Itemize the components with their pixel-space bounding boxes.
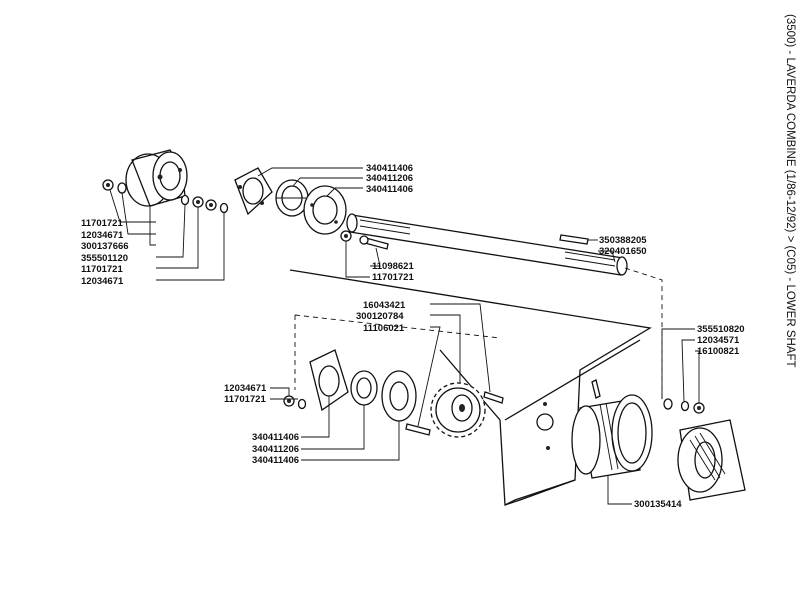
part-label-300120784: 300120784 [356, 311, 404, 322]
washer-12034671-a [117, 182, 127, 194]
bearing-340411206-lower [350, 370, 378, 406]
part-label-11701721-c: 11701721 [372, 272, 414, 283]
part-label-340411406-c: 340411406 [252, 432, 299, 443]
part-label-355510820: 355510820 [697, 324, 745, 335]
frame-plate [289, 269, 652, 506]
part-label-12034671-a: 12034671 [81, 230, 124, 241]
part-label-11098621: 11098621 [372, 261, 414, 272]
part-label-11701721-b: 11701721 [81, 264, 123, 275]
part-label-340411206-a: 340411206 [366, 173, 413, 184]
part-label-16043421: 16043421 [363, 300, 406, 311]
part-labels: 340411406 340411206 340411406 11701721 1… [81, 163, 745, 510]
part-label-355501120: 355501120 [81, 253, 128, 264]
flange-340411406-upper-left [234, 167, 273, 216]
sprocket-300120784 [430, 382, 486, 438]
part-label-300135414: 300135414 [634, 499, 682, 510]
leader-lines [109, 167, 700, 505]
part-label-340411406-b: 340411406 [366, 184, 413, 195]
nut-11701721-a [102, 179, 114, 191]
washer-12034571 [663, 398, 673, 410]
nut-11701721-b [192, 196, 204, 208]
part-label-350388205: 350388205 [599, 235, 647, 246]
flange-340411406-lower-right [381, 370, 417, 422]
washer-12034671-b [219, 202, 229, 214]
drum-300135414 [571, 394, 653, 479]
part-label-300137666: 300137666 [81, 241, 129, 252]
flange-340411406-upper-right [303, 185, 347, 235]
bearing-340411206-upper [275, 179, 309, 217]
part-label-340411406-a: 340411406 [366, 163, 413, 174]
bolt-11106021 [405, 423, 431, 436]
key-350388205 [559, 234, 589, 245]
washer-16100821 [680, 400, 690, 412]
part-label-11106021: 11106021 [363, 323, 405, 334]
bolt-11098621 [359, 235, 389, 250]
part-label-11701721-a: 11701721 [81, 218, 123, 229]
part-label-340411406-d: 340411406 [252, 455, 299, 466]
hub-partial [677, 419, 746, 501]
part-label-340411206-b: 340411206 [252, 444, 299, 455]
washer-355501120 [180, 194, 190, 206]
diagram-title: (3500) - LAVERDA COMBINE (1/86-12/92) > … [784, 14, 796, 368]
part-label-12034671-b: 12034671 [81, 276, 124, 287]
part-label-12034571: 12034571 [697, 335, 740, 346]
part-label-12034671-c: 12034671 [224, 383, 267, 394]
bearing-housing-300137666 [125, 149, 188, 207]
washer-12034671-c [297, 398, 307, 410]
nut-11701721-c [340, 230, 352, 242]
bolt-16043421 [483, 391, 504, 404]
nut-11701721-d [283, 395, 295, 407]
pin-marker [591, 379, 601, 399]
lower-shaft-320401650 [346, 213, 628, 276]
part-label-11701721-d: 11701721 [224, 394, 266, 405]
part-label-320401650: 320401650 [599, 246, 647, 257]
nut-11701721-e [205, 199, 217, 211]
nut-355510820 [693, 402, 705, 414]
part-label-16100821: 16100821 [697, 346, 740, 357]
